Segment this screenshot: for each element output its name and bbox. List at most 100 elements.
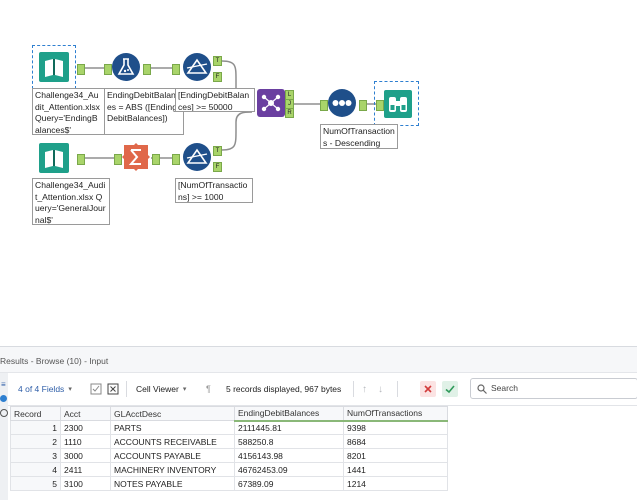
table-row[interactable]: 5 3100 NOTES PAYABLE 67389.09 1214 [10,476,448,491]
annotation-input-1: Challenge34_Audit_Attention.xlsx Query='… [32,88,105,135]
input-anchor[interactable] [172,154,180,165]
column-header-numoftransactions[interactable]: NumOfTransactions [343,406,448,422]
num-cell[interactable]: 9398 [343,420,448,435]
formula-tool[interactable] [112,53,140,83]
record-cell: 2 [10,434,61,449]
join-tool[interactable] [257,89,285,119]
balance-cell[interactable]: 46762453.09 [234,462,344,477]
sort-icon [328,89,356,117]
acct-cell[interactable]: 2300 [60,420,111,435]
annotation-filter-2: [NumOfTransactions] >= 1000 [175,178,253,203]
chevron-down-icon: ▾ [182,386,187,393]
desc-cell[interactable]: MACHINERY INVENTORY [110,462,235,477]
records-summary: 5 records displayed, 967 bytes [226,384,342,394]
sort-tool[interactable] [328,89,356,119]
data-view-icon[interactable] [0,395,7,402]
input-anchor[interactable] [114,154,122,165]
apply-button[interactable] [442,373,458,405]
column-header-endingdebitbalances[interactable]: EndingDebitBalances [234,406,344,422]
clear-icon[interactable] [107,373,119,405]
input-data-tool-2[interactable] [39,143,69,175]
input-data-tool-1[interactable] [39,52,69,84]
num-cell[interactable]: 8201 [343,448,448,463]
join-right-anchor[interactable]: R [285,108,294,118]
filter-tool-2[interactable] [183,143,211,173]
join-icon [257,89,285,117]
filter-icon [183,53,211,81]
results-title: Results - Browse (10) - Input [0,356,109,366]
column-header-record[interactable]: Record [10,406,61,421]
acct-cell[interactable]: 1110 [60,434,111,449]
search-icon [477,384,487,394]
input-anchor[interactable] [376,100,384,111]
table-row[interactable]: 3 3000 ACCOUNTS PAYABLE 4156143.98 8201 [10,448,448,463]
false-anchor[interactable]: F [213,72,222,82]
desc-cell[interactable]: PARTS [110,420,235,435]
divider [397,381,398,397]
output-anchor[interactable] [359,100,367,111]
summarize-tool[interactable] [122,143,150,173]
acct-cell[interactable]: 3100 [60,476,111,491]
pilcrow-icon[interactable]: ¶ [206,384,211,394]
num-cell[interactable]: 1441 [343,462,448,477]
cancel-button[interactable] [420,373,436,405]
acct-cell[interactable]: 2411 [60,462,111,477]
input-anchor[interactable] [320,100,328,111]
divider [126,381,127,397]
input-anchor[interactable] [172,64,180,75]
num-cell[interactable]: 8684 [343,434,448,449]
workflow-canvas[interactable]: T F T F [0,0,637,346]
results-side-strip: ≡ [0,373,8,500]
fields-selector[interactable]: 4 of 4 Fields ▾ [18,384,72,394]
filter-icon [183,143,211,171]
filter-tool-1[interactable] [183,53,211,83]
balance-cell[interactable]: 2111445.81 [234,420,344,435]
input-anchor[interactable] [104,64,112,75]
select-records-icon[interactable] [90,373,102,405]
output-anchor[interactable] [77,64,85,75]
cell-viewer-dropdown[interactable]: Cell Viewer ▾ [136,384,187,394]
balance-cell[interactable]: 67389.09 [234,476,344,491]
browse-tool[interactable] [384,90,412,120]
false-anchor[interactable]: F [213,162,222,172]
annotation-formula: EndingDebitBalances = ABS ([EndingDebitB… [104,88,184,135]
balance-cell[interactable]: 4156143.98 [234,448,344,463]
num-cell[interactable]: 1214 [343,476,448,491]
search-input[interactable]: Search [470,378,637,399]
acct-cell[interactable]: 3000 [60,448,111,463]
table-row[interactable]: 1 2300 PARTS 2111445.81 9398 [10,420,448,435]
true-anchor[interactable]: T [213,56,222,66]
arrow-up-icon[interactable]: ↑ [362,383,367,395]
results-toolbar: 4 of 4 Fields ▾ Cell Viewer ▾ ¶ 5 record… [8,373,637,406]
settings-view-icon[interactable] [0,409,8,417]
results-table: Record Acct GLAcctDesc EndingDebitBalanc… [10,406,448,491]
binoculars-icon [384,90,412,118]
list-view-icon[interactable]: ≡ [1,380,6,389]
desc-cell[interactable]: NOTES PAYABLE [110,476,235,491]
output-anchor[interactable] [77,154,85,165]
sigma-icon [122,143,150,171]
results-title-bar: Results - Browse (10) - Input [0,346,637,373]
search-placeholder: Search [491,383,518,393]
desc-cell[interactable]: ACCOUNTS RECEIVABLE [110,434,235,449]
arrow-down-icon[interactable]: ↓ [378,383,383,395]
flask-icon [112,53,140,81]
record-cell: 1 [10,420,61,435]
column-header-acct[interactable]: Acct [60,406,111,421]
record-cell: 5 [10,476,61,491]
table-row[interactable]: 4 2411 MACHINERY INVENTORY 46762453.09 1… [10,462,448,477]
true-anchor[interactable]: T [213,146,222,156]
balance-cell[interactable]: 588250.8 [234,434,344,449]
record-cell: 3 [10,448,61,463]
table-row[interactable]: 2 1110 ACCOUNTS RECEIVABLE 588250.8 8684 [10,434,448,449]
chevron-down-icon: ▾ [68,386,72,393]
record-cell: 4 [10,462,61,477]
divider [353,381,354,397]
annotation-sort: NumOfTransactions - Descending [320,124,398,149]
connector-filter2-join [221,111,253,151]
table-header-row: Record Acct GLAcctDesc EndingDebitBalanc… [10,406,448,422]
output-anchor[interactable] [143,64,151,75]
column-header-glacctdesc[interactable]: GLAcctDesc [110,406,235,421]
desc-cell[interactable]: ACCOUNTS PAYABLE [110,448,235,463]
output-anchor[interactable] [152,154,160,165]
